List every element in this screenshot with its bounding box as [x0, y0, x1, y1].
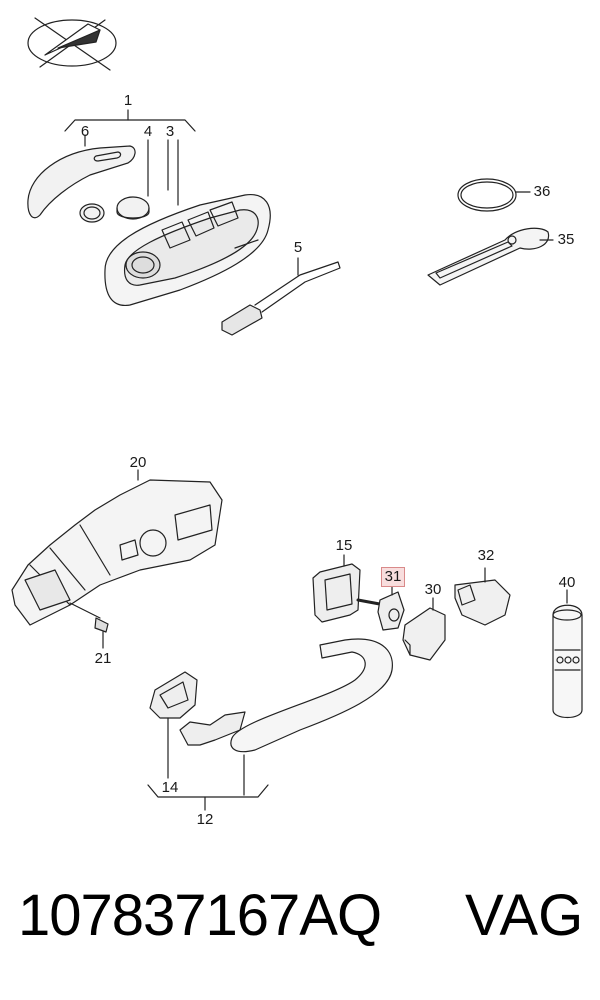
callout-label-32: 32: [477, 547, 495, 564]
part-5-emergency-key: [221, 257, 341, 336]
part-14-gasket: [149, 671, 198, 779]
part-number-text: 107837167AQ: [18, 883, 382, 948]
part-35-key-tag: [427, 227, 554, 286]
part-36-ring: [457, 178, 531, 212]
callout-label-40: 40: [558, 574, 576, 591]
callout-label-4: 4: [143, 123, 153, 140]
group-bracket-12: [147, 784, 269, 798]
callout-label-20: 20: [129, 454, 147, 471]
group-bracket-1: [64, 119, 196, 132]
callout-label-3: 3: [165, 123, 175, 140]
part-31-lock-cylinder: [356, 585, 405, 631]
part-12-door-handle: [179, 638, 393, 796]
part-15-gasket: [312, 554, 361, 623]
callout-label-30: 30: [424, 581, 442, 598]
part-3-battery: [116, 139, 179, 220]
callout-label-21: 21: [94, 650, 112, 667]
callout-label-35: 35: [557, 231, 575, 248]
callout-label-1: 1: [123, 92, 133, 109]
part-1-remote-key: [104, 194, 271, 306]
callout-label-6: 6: [80, 123, 90, 140]
part-4-emblem: [79, 139, 149, 223]
brand-text: VAG: [465, 883, 584, 948]
callout-label-12: 12: [196, 811, 214, 828]
part-30-end-cap: [402, 597, 446, 661]
callout-label-36: 36: [533, 183, 551, 200]
part-6-key-cover: [27, 134, 136, 219]
part-40-spray-can: [552, 589, 583, 719]
callout-label-15: 15: [335, 537, 353, 554]
callout-label-5: 5: [293, 239, 303, 256]
part-21-screw: [69, 602, 109, 649]
callout-label-14: 14: [161, 779, 179, 796]
callout-label-31-highlighted: 31: [381, 567, 405, 587]
part-20-handle-carrier: [11, 469, 223, 626]
part-32-cover-cap: [454, 567, 511, 626]
diagram-logo-icon: [27, 17, 117, 71]
